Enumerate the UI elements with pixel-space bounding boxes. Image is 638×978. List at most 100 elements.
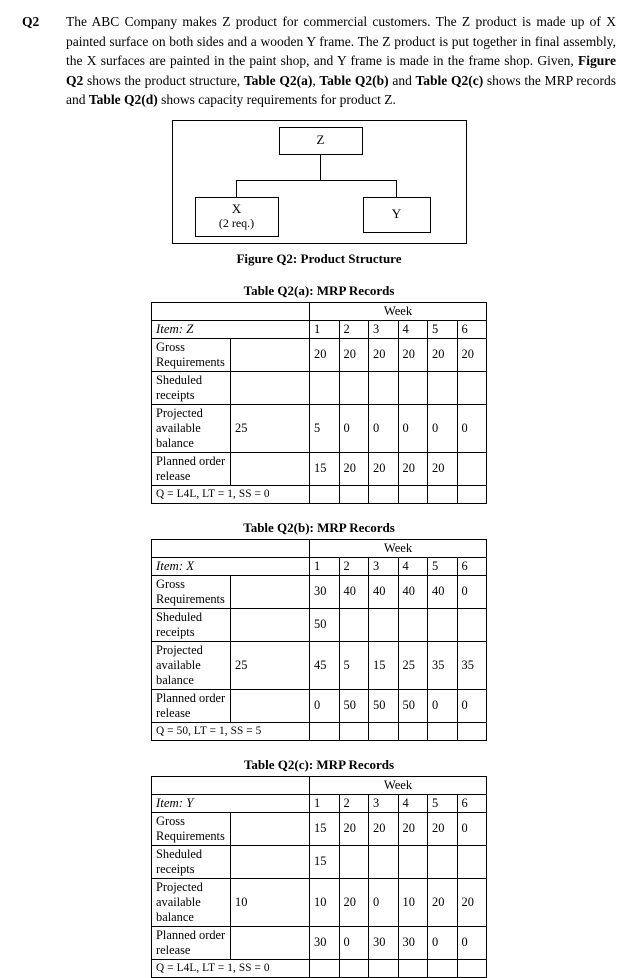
table-params-row: Q = L4L, LT = 1, SS = 0: [151, 484, 487, 504]
table-row: Sheduled receipts: [151, 370, 487, 405]
data-cell: 20: [427, 451, 458, 486]
on-hand-cell: [230, 844, 310, 879]
data-cell: 5: [309, 403, 340, 453]
params-blank-cell: [368, 484, 399, 504]
data-cell: 15: [309, 844, 340, 879]
data-cell: [309, 370, 340, 405]
data-cell: 0: [427, 403, 458, 453]
week-number-cell: 3: [368, 556, 399, 576]
week-number-cell: 1: [309, 556, 340, 576]
week-number-cell: 1: [309, 319, 340, 339]
connector-x-vertical: [235, 179, 237, 197]
week-number-cell: 6: [456, 556, 487, 576]
params-blank-cell: [456, 484, 487, 504]
data-cell: [397, 607, 428, 642]
mrp-table-title: Table Q2(b): MRP Records: [243, 519, 395, 535]
week-number-cell: 6: [456, 793, 487, 813]
row-label-cell: Projected available balance: [151, 403, 231, 453]
data-cell: 20: [397, 451, 428, 486]
params-blank-cell: [456, 721, 487, 741]
data-cell: 25: [397, 640, 428, 690]
data-cell: 30: [309, 925, 340, 960]
row-label-cell: Projected available balance: [151, 877, 231, 927]
data-cell: 20: [397, 337, 428, 372]
params-blank-cell: [368, 721, 399, 741]
params-blank-cell: [368, 958, 399, 978]
data-cell: 0: [338, 403, 369, 453]
data-cell: 20: [427, 877, 458, 927]
on-hand-cell: 25: [230, 403, 310, 453]
data-cell: 20: [456, 337, 487, 372]
params-blank-cell: [309, 721, 340, 741]
params-blank-cell: [338, 484, 369, 504]
data-cell: [456, 451, 487, 486]
question-text: The ABC Company makes Z product for comm…: [66, 14, 617, 108]
row-label-cell: Gross Requirements: [151, 574, 231, 609]
data-cell: 30: [397, 925, 428, 960]
node-y-label: Y: [391, 206, 402, 222]
data-cell: 15: [368, 640, 399, 690]
params-blank-cell: [397, 721, 428, 741]
data-cell: 20: [368, 337, 399, 372]
on-hand-cell: [230, 925, 310, 960]
params-blank-cell: [456, 958, 487, 978]
params-blank-cell: [427, 958, 458, 978]
data-cell: [368, 370, 399, 405]
data-cell: [427, 370, 458, 405]
figure-frame: Z X (2 req.) Y: [171, 119, 467, 244]
data-cell: 45: [309, 640, 340, 690]
row-label-cell: Gross Requirements: [151, 337, 231, 372]
params-blank-cell: [309, 484, 340, 504]
week-number-cell: 3: [368, 319, 399, 339]
data-cell: [397, 370, 428, 405]
table-header-row: Week: [151, 538, 487, 558]
table-params-row: Q = 50, LT = 1, SS = 5: [151, 721, 487, 741]
data-cell: 50: [338, 688, 369, 723]
week-number-cell: 2: [338, 556, 369, 576]
on-hand-cell: [230, 607, 310, 642]
row-label-cell: Planned order release: [151, 451, 231, 486]
data-cell: 0: [427, 688, 458, 723]
params-blank-cell: [338, 958, 369, 978]
node-x-label: X: [231, 201, 242, 217]
data-cell: 0: [397, 403, 428, 453]
data-cell: 20: [456, 877, 487, 927]
data-cell: 20: [427, 811, 458, 846]
node-z-label: Z: [316, 132, 325, 148]
data-cell: 0: [368, 403, 399, 453]
week-number-cell: 5: [427, 556, 458, 576]
connector-horizontal: [235, 179, 397, 182]
data-cell: 20: [397, 811, 428, 846]
node-x: X (2 req.): [194, 196, 279, 237]
row-label-cell: Projected available balance: [151, 640, 231, 690]
data-cell: 0: [456, 925, 487, 960]
on-hand-cell: [230, 337, 310, 372]
data-cell: 35: [456, 640, 487, 690]
data-cell: 0: [309, 688, 340, 723]
node-x-quantity: (2 req.): [218, 216, 255, 231]
params-blank-cell: [427, 484, 458, 504]
item-label-cell: Item: Z: [151, 319, 310, 339]
week-header-cell: Week: [309, 301, 487, 321]
data-cell: [456, 607, 487, 642]
params-blank-cell: [338, 721, 369, 741]
table-row: Sheduled receipts 50: [151, 607, 487, 642]
table-params-row: Q = L4L, LT = 1, SS = 0: [151, 958, 487, 978]
data-cell: [397, 844, 428, 879]
week-number-cell: 6: [456, 319, 487, 339]
row-label-cell: Planned order release: [151, 688, 231, 723]
data-cell: [338, 370, 369, 405]
data-cell: 10: [397, 877, 428, 927]
data-cell: [338, 844, 369, 879]
